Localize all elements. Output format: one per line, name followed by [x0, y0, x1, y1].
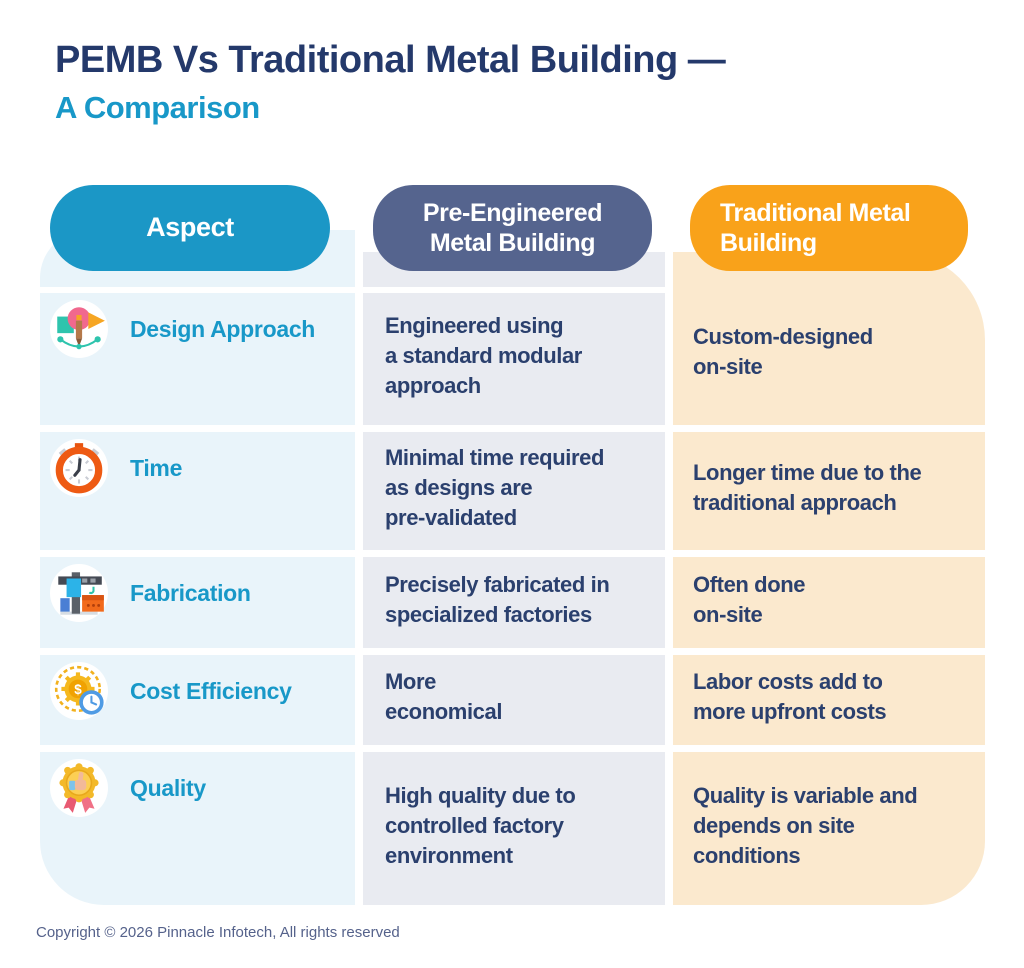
traditional-text-cost: Labor costs add to more upfront costs — [693, 669, 887, 724]
column-header-pemb-label: Pre-Engineered Metal Building — [422, 199, 603, 257]
aspect-label-fabrication: Fabrication — [130, 579, 251, 606]
aspect-row-cost: $ Cost Efficiency — [40, 655, 355, 745]
pemb-cell-design: Engineered using a standard modular appr… — [363, 293, 665, 425]
traditional-cell-cost: Labor costs add to more upfront costs — [673, 655, 985, 745]
column-header-aspect-label: Aspect — [146, 212, 234, 243]
traditional-text-design: Custom-designed on-site — [693, 324, 873, 379]
aspect-label-time: Time — [130, 454, 183, 481]
column-header-traditional: Traditional Metal Building — [690, 185, 968, 271]
aspect-row-time: Time — [40, 432, 355, 550]
column-header-traditional-label: Traditional Metal Building — [720, 199, 911, 257]
aspect-column: Design Approach — [40, 230, 355, 905]
aspect-label-quality: Quality — [130, 774, 206, 801]
aspect-label-design: Design Approach — [130, 315, 316, 342]
pemb-text-design: Engineered using a standard modular appr… — [385, 313, 582, 398]
page-title: PEMB Vs Traditional Metal Building — A C… — [55, 39, 726, 126]
aspect-label-cost: Cost Efficiency — [130, 677, 292, 704]
quality-medal-icon — [50, 759, 108, 817]
traditional-cell-quality: Quality is variable and depends on site … — [673, 752, 985, 905]
pemb-cell-fabrication: Precisely fabricated in specialized fact… — [363, 557, 665, 648]
pemb-text-fabrication: Precisely fabricated in specialized fact… — [385, 571, 610, 627]
column-header-aspect: Aspect — [50, 185, 330, 271]
title-line-2: A Comparison — [55, 89, 260, 125]
title-line-1: PEMB Vs Traditional Metal Building — — [55, 39, 726, 81]
cost-gear-clock-icon: $ — [50, 662, 108, 720]
copyright-text: Copyright © 2026 Pinnacle Infotech, All … — [36, 924, 400, 941]
design-approach-icon — [50, 300, 108, 358]
stopwatch-icon — [50, 439, 108, 497]
pemb-cell-cost: More economical — [363, 655, 665, 745]
crane-icon — [50, 564, 108, 622]
pemb-text-cost: More economical — [385, 669, 503, 724]
pemb-cell-quality: High quality due to controlled factory e… — [363, 752, 665, 905]
pemb-text-time: Minimal time required as designs are pre… — [385, 445, 604, 530]
traditional-cell-fabrication: Often done on-site — [673, 557, 985, 648]
pemb-column: Engineered using a standard modular appr… — [363, 252, 665, 905]
traditional-cell-time: Longer time due to the traditional appro… — [673, 432, 985, 550]
pemb-text-quality: High quality due to controlled factory e… — [385, 782, 576, 868]
column-header-pemb: Pre-Engineered Metal Building — [373, 185, 652, 271]
aspect-row-quality: Quality — [40, 752, 355, 905]
traditional-text-fabrication: Often done on-site — [693, 571, 806, 627]
svg-text:$: $ — [74, 682, 82, 697]
traditional-column: Custom-designed on-site Longer time due … — [673, 252, 985, 905]
aspect-row-design: Design Approach — [40, 293, 355, 425]
traditional-text-quality: Quality is variable and depends on site … — [693, 782, 918, 868]
traditional-text-time: Longer time due to the traditional appro… — [693, 460, 922, 515]
aspect-row-fabrication: Fabrication — [40, 557, 355, 648]
traditional-cell-design: Custom-designed on-site — [673, 252, 985, 425]
pemb-cell-time: Minimal time required as designs are pre… — [363, 432, 665, 550]
